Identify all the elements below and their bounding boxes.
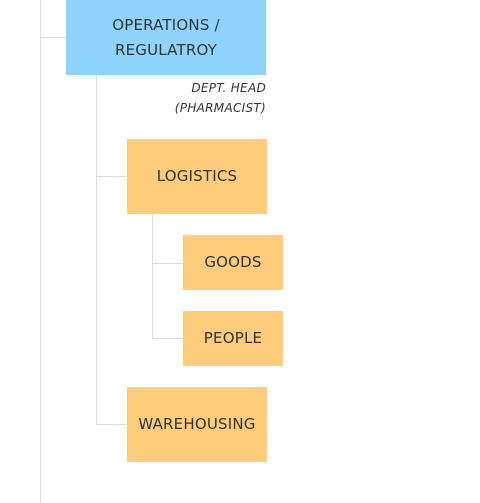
main-vertical-connector bbox=[40, 0, 41, 503]
warehousing-box-label: WAREHOUSING bbox=[138, 415, 256, 433]
operations-box-label-line1: OPERATIONS / bbox=[112, 15, 220, 34]
logistics-vertical-connector bbox=[152, 214, 153, 339]
operations-horizontal-connector bbox=[40, 37, 66, 38]
goods-horizontal-connector bbox=[152, 263, 183, 264]
dept-head-note: DEPT. HEAD (PHARMACIST) bbox=[175, 78, 266, 118]
logistics-box[interactable]: LOGISTICS bbox=[127, 139, 267, 214]
people-box-label: PEOPLE bbox=[203, 329, 263, 347]
warehousing-horizontal-connector bbox=[96, 424, 127, 425]
people-box[interactable]: PEOPLE bbox=[183, 311, 283, 366]
goods-box[interactable]: GOODS bbox=[183, 235, 283, 290]
operations-vertical-connector bbox=[96, 75, 97, 425]
logistics-box-label: LOGISTICS bbox=[156, 167, 238, 185]
people-horizontal-connector bbox=[152, 338, 183, 339]
goods-box-label: GOODS bbox=[204, 253, 262, 271]
operations-box-label-line2: REGULATROY bbox=[114, 40, 218, 59]
dept-head-note-line2: (PHARMACIST) bbox=[174, 101, 266, 115]
operations-regulatory-box[interactable]: OPERATIONS / REGULATROY bbox=[66, 0, 266, 75]
dept-head-note-line1: DEPT. HEAD bbox=[191, 81, 266, 95]
warehousing-box[interactable]: WAREHOUSING bbox=[127, 387, 267, 462]
logistics-horizontal-connector bbox=[96, 176, 127, 177]
